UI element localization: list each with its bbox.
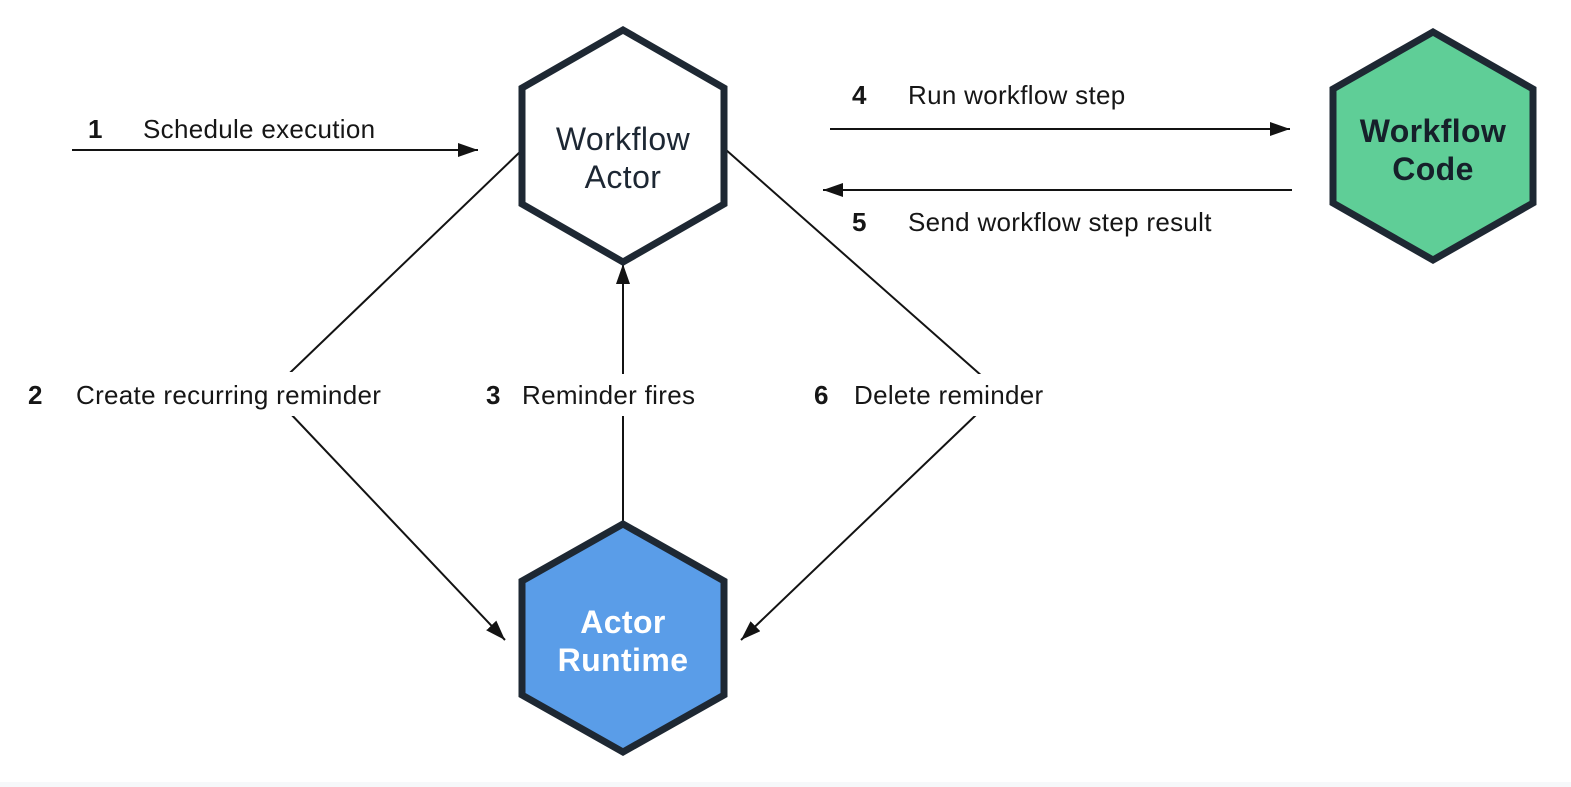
edge-6-number: 6	[814, 380, 829, 410]
edge-1-label: Schedule execution	[143, 114, 375, 144]
actor-runtime-label-line2: Runtime	[558, 642, 689, 678]
edge-2-number: 2	[28, 380, 43, 410]
node-actor-runtime: Actor Runtime	[518, 519, 728, 757]
edge-4-number: 4	[852, 80, 867, 110]
edge-6-label: Delete reminder	[854, 380, 1044, 410]
edge-2-label: Create recurring reminder	[76, 380, 381, 410]
label-mask	[804, 374, 1084, 416]
edge-5-number: 5	[852, 207, 867, 237]
edge-3-number: 3	[486, 380, 501, 410]
workflow-code-hexagon	[1329, 27, 1537, 265]
workflow-actor-hexagon	[518, 25, 728, 267]
edge-1-number: 1	[88, 114, 103, 144]
edge-3-label: Reminder fires	[522, 380, 695, 410]
workflow-actor-label-line2: Actor	[585, 159, 662, 195]
node-workflow-code: Workflow Code	[1329, 27, 1537, 265]
label-mask	[478, 374, 728, 416]
label-mask	[16, 372, 442, 416]
workflow-code-label-line2: Code	[1392, 151, 1474, 187]
actor-runtime-label-line1: Actor	[580, 604, 666, 640]
edge-4-label: Run workflow step	[908, 80, 1126, 110]
workflow-actor-label-line1: Workflow	[556, 121, 691, 157]
bottom-strip	[0, 782, 1571, 787]
actor-runtime-hexagon	[518, 519, 728, 757]
node-workflow-actor: Workflow Actor	[518, 25, 728, 267]
edge-5-label: Send workflow step result	[908, 207, 1212, 237]
workflow-code-label-line1: Workflow	[1360, 113, 1507, 149]
